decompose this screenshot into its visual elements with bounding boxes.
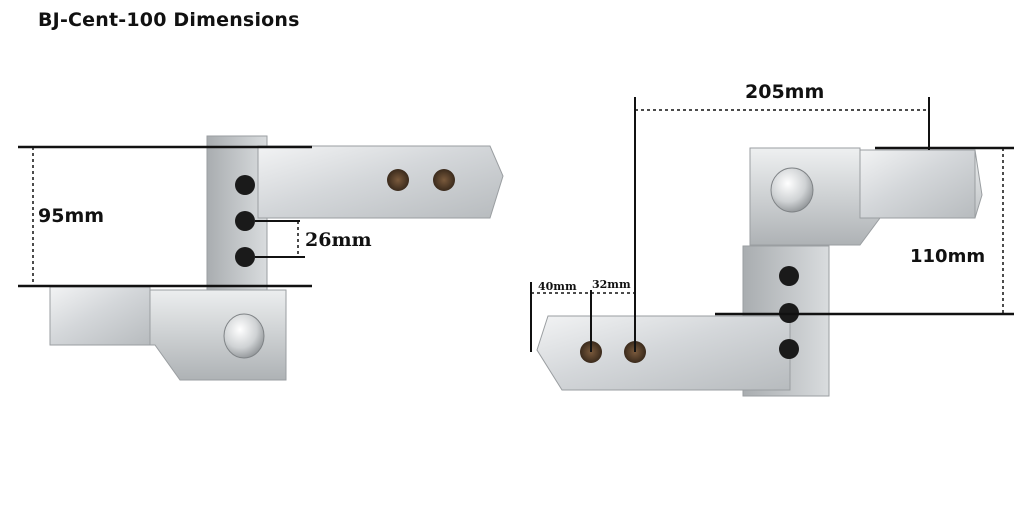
ball-hole: [387, 169, 409, 191]
right-dimension-lines: [530, 97, 1014, 352]
height-left-label: 95mm: [38, 205, 104, 227]
ball-hole-2-label: 32mm: [592, 278, 631, 291]
ball-hole-1-label: 40mm: [538, 280, 577, 293]
shank-hole: [235, 211, 255, 231]
shank-hole: [235, 247, 255, 267]
hole-spacing-label: 26mm: [305, 229, 372, 251]
length-label: 205mm: [745, 81, 824, 103]
ball-hole: [433, 169, 455, 191]
pin-icon: [770, 167, 814, 213]
right-hitch-image: [536, 147, 983, 397]
shank-hole: [235, 175, 255, 195]
pin-icon: [223, 313, 265, 359]
shank-hole: [779, 339, 799, 359]
left-hitch-image: [49, 135, 504, 381]
left-dimension-lines: [18, 145, 312, 288]
height-right-label: 110mm: [910, 246, 985, 267]
page-title: BJ-Cent-100 Dimensions: [38, 9, 300, 31]
shank-hole: [779, 266, 799, 286]
